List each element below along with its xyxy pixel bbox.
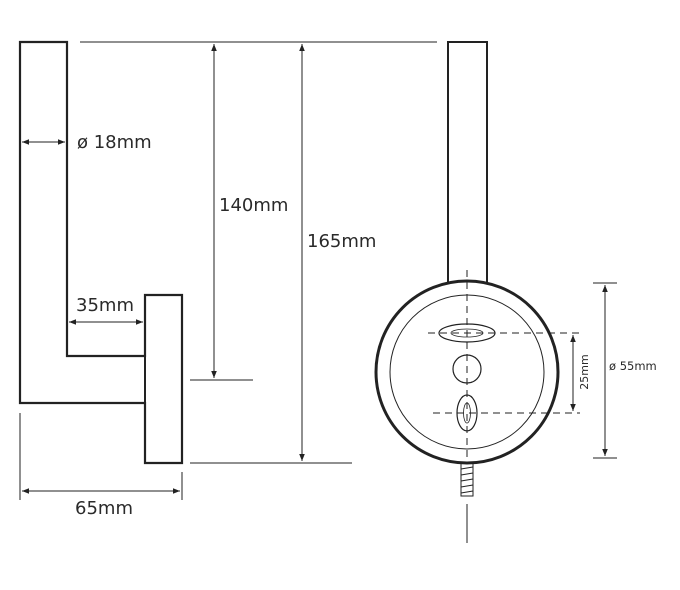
label-base-diameter: ø 55mm: [609, 359, 657, 373]
label-total-depth: 65mm: [75, 498, 133, 519]
holder-side-profile: [18, 40, 184, 465]
label-total-height: 165mm: [307, 231, 376, 252]
side-view: [18, 40, 184, 465]
set-screw: [460, 462, 474, 543]
holder-arm-front: [447, 41, 488, 283]
label-tube-diameter: ø 18mm: [77, 132, 152, 153]
label-projection: 35mm: [76, 295, 134, 316]
dimension-lines: [22, 44, 305, 494]
extension-lines: [19, 41, 437, 500]
label-fixing-spacing: 25mm: [578, 354, 591, 389]
label-inner-height: 140mm: [219, 195, 288, 216]
front-view: [374, 41, 617, 543]
